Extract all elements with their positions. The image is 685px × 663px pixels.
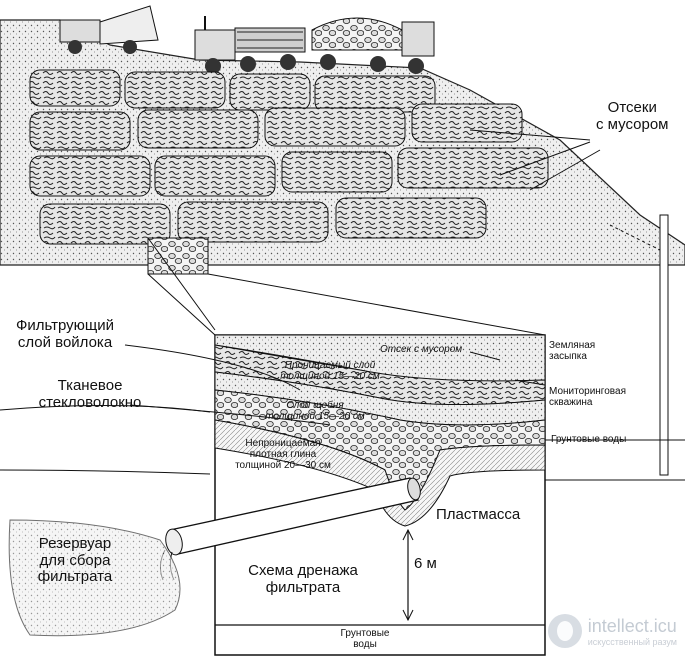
watermark: intellect.icu искусственный разум xyxy=(547,614,677,648)
label-plastic: Пластмасса xyxy=(436,506,521,523)
compartment-row-1 xyxy=(29,69,436,113)
compartment-row-2 xyxy=(29,103,523,151)
brain-icon xyxy=(547,614,582,648)
compartment-row-3 xyxy=(29,147,549,197)
label-compartments: Отсеки с мусором xyxy=(596,99,669,133)
watermark-sub: искусственный разум xyxy=(587,636,677,647)
drainage-pipe xyxy=(159,477,421,581)
reservoir xyxy=(8,519,181,637)
dump-truck-left xyxy=(59,5,159,54)
log-truck xyxy=(194,16,306,74)
label-fiberglass: Тканевое стекловолокно xyxy=(38,377,142,411)
waste-compartments xyxy=(29,69,549,245)
monitoring-well xyxy=(609,214,669,476)
compartments-leader xyxy=(469,129,601,191)
label-monitoring-well: Мониторинговая скважина xyxy=(549,386,626,408)
zoom-connectors xyxy=(147,237,546,336)
label-filter-felt: Фильтрующий слой войлока xyxy=(15,317,115,351)
watermark-main: intellect.icu xyxy=(587,615,677,636)
label-groundwater-bottom: Грунтовые воды xyxy=(340,628,390,650)
label-groundwater-right: Грунтовые воды xyxy=(551,434,627,445)
label-clay-layer: Непроницаемая плотная глина толщиной 20—… xyxy=(235,438,331,471)
label-waste-cell: Отсек с мусором xyxy=(380,344,463,355)
label-drainage-scheme: Схема дренажа фильтрата xyxy=(248,562,358,596)
label-earth-cover: Земляная засыпка xyxy=(549,340,596,362)
label-depth: 6 м xyxy=(414,555,437,572)
gravel-truck xyxy=(311,17,435,74)
left-label-leaders xyxy=(124,344,331,426)
compartment-row-4 xyxy=(39,197,487,245)
label-gravel-layer: Слой щебня толщиной 15—20 см xyxy=(265,400,365,422)
label-permeable-layer: Проницаемый слой толщиной 15—20 см xyxy=(280,360,380,382)
label-reservoir: Резервуар для сбора фильтрата xyxy=(37,535,113,585)
